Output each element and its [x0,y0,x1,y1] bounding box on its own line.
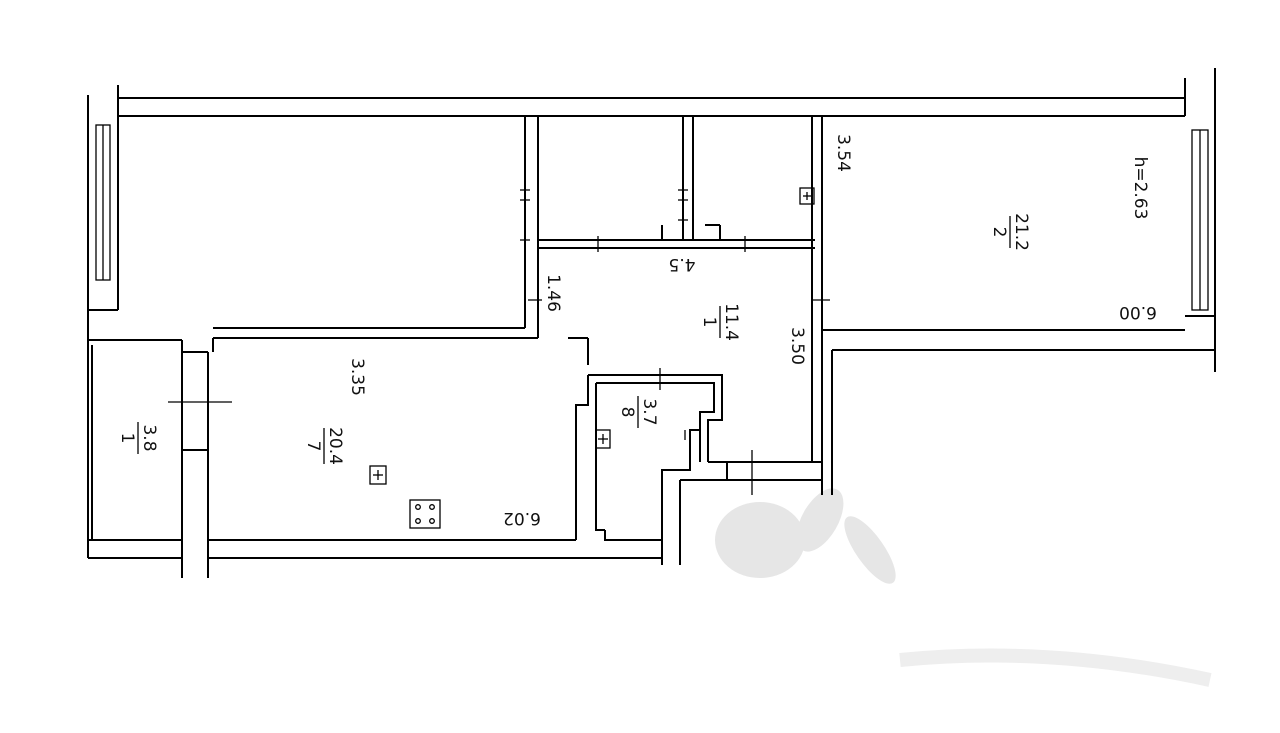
area-balcony-num: 3.8 [139,424,159,451]
area-balcony-den: 1 [117,433,137,444]
labels: h=2.63 21.2 2 6.00 3.54 4.5 11.4 1 3.50 … [117,134,1157,528]
exterior-walls [87,68,1216,372]
label-closet-width: 3.54 [833,134,853,172]
label-corridor-width: 1.46 [543,274,563,312]
area-bathroom-den: 8 [617,407,637,418]
label-hall-length: 3.50 [787,327,807,365]
stove-icon [409,499,441,529]
room-living [207,338,663,578]
label-living-length: 6.02 [503,508,541,528]
watermark-stamp [715,488,1212,687]
area-bathroom-num: 3.7 [639,398,659,425]
area-bedroom-right-den: 2 [989,227,1009,238]
room-left-top [117,116,542,339]
room-hall [568,330,823,565]
area-bathroom: 3.7 8 [617,396,659,428]
label-hall-width: 4.5 [668,254,695,274]
area-living-num: 20.4 [325,427,345,465]
area-bedroom-right: 21.2 2 [989,213,1031,251]
closets [538,116,823,330]
label-bedroom-height: h=2.63 [1130,157,1150,220]
room-right-bedroom [812,299,1215,495]
area-hall: 11.4 1 [699,303,741,341]
label-living-width: 3.35 [347,358,367,396]
room-balcony [87,339,232,578]
label-bedroom-length: 6.00 [1119,302,1157,322]
room-bathroom [575,368,723,541]
area-balcony: 3.8 1 [117,422,159,454]
area-living: 20.4 7 [303,427,345,465]
area-hall-den: 1 [699,317,719,328]
area-bedroom-right-num: 21.2 [1011,213,1031,251]
area-hall-num: 11.4 [721,303,741,341]
area-living-den: 7 [303,441,323,452]
